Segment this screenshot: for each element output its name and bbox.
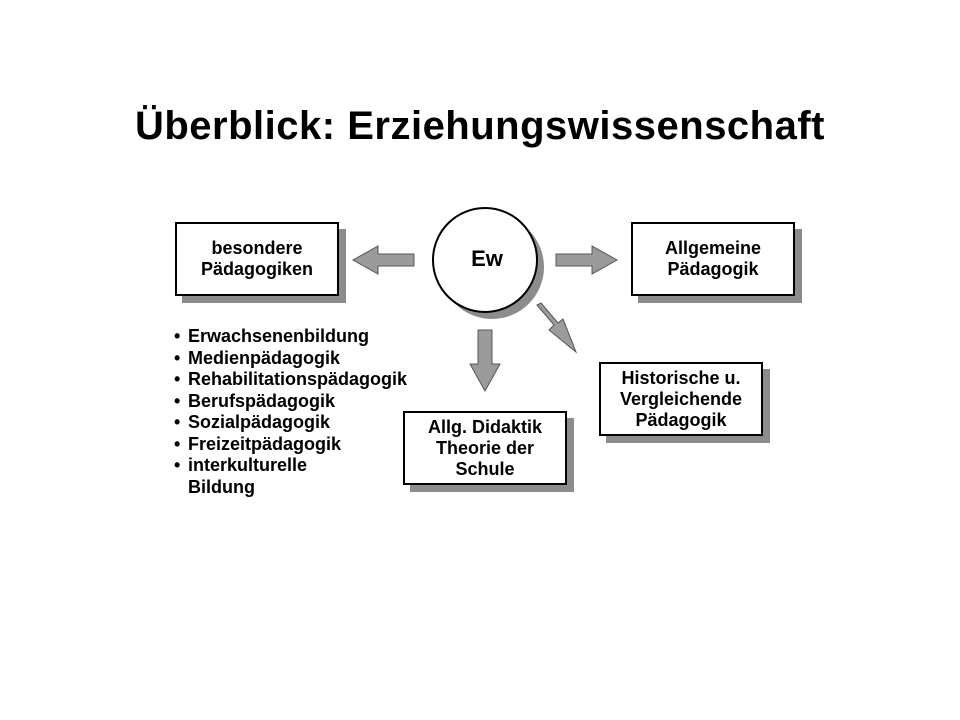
box-line: Allgemeine xyxy=(664,238,762,258)
box-line: Pädagogiken xyxy=(200,259,314,279)
subdiscipline-list: Erwachsenenbildung Medienpädagogik Rehab… xyxy=(174,326,407,498)
list-item-continuation: Bildung xyxy=(188,476,255,497)
box-line: Allg. Didaktik xyxy=(427,416,543,437)
page-title: Überblick: Erziehungswissenschaft xyxy=(134,104,825,148)
list-item: Rehabilitationspädagogik xyxy=(174,369,407,391)
box-line: Pädagogik xyxy=(635,409,727,430)
list-item-text: interkulturelle xyxy=(188,455,308,475)
list-item: Freizeitpädagogik xyxy=(174,434,407,456)
center-circle xyxy=(432,207,538,313)
box-line: Historische u. xyxy=(621,367,741,388)
box-line: Theorie der xyxy=(435,437,535,458)
box-allgemeine-paedagogik: Allgemeine Pädagogik xyxy=(631,222,795,296)
box-line: Schule xyxy=(455,458,515,479)
box-line: besondere xyxy=(211,238,303,258)
list-item: Medienpädagogik xyxy=(174,348,407,370)
box-line: Vergleichende xyxy=(619,388,743,409)
arrow-left xyxy=(351,245,415,275)
list-item: interkulturelle Bildung xyxy=(174,455,407,498)
box-besondere-paedagogiken: besondere Pädagogiken xyxy=(175,222,339,296)
list-item: Berufspädagogik xyxy=(174,391,407,413)
box-historische-paedagogik: Historische u. Vergleichende Pädagogik xyxy=(599,362,763,436)
arrow-down xyxy=(469,329,501,393)
list-item: Sozialpädagogik xyxy=(174,412,407,434)
arrow-diagonal xyxy=(536,302,578,354)
arrow-right xyxy=(555,245,619,275)
box-didaktik: Allg. Didaktik Theorie der Schule xyxy=(403,411,567,485)
box-line: Pädagogik xyxy=(667,259,759,279)
center-label: Ew xyxy=(471,246,503,271)
list-item: Erwachsenenbildung xyxy=(174,326,407,348)
